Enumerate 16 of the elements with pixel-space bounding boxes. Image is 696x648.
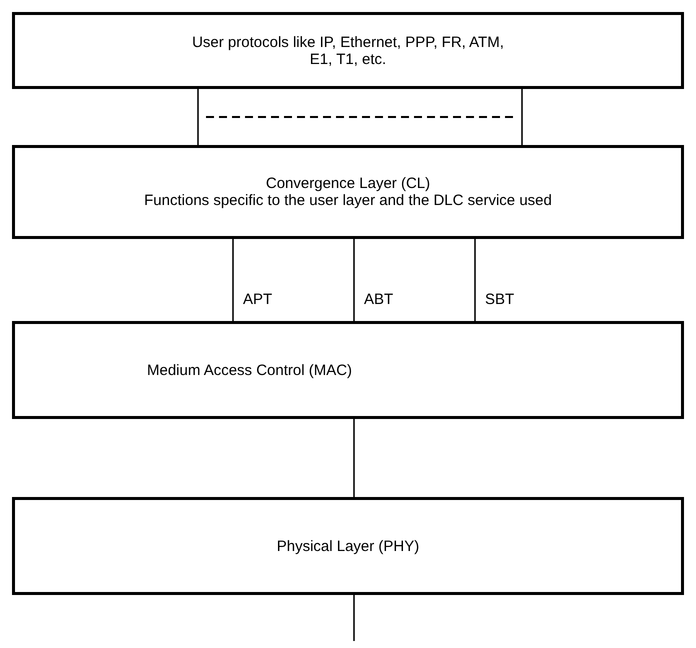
connector-line: [474, 239, 476, 321]
layer-description: Functions specific to the user layer and the DLC service used: [144, 192, 552, 209]
layer-title: Physical Layer (PHY): [276, 538, 420, 554]
connector-line: [197, 89, 199, 145]
connector-line: [353, 239, 355, 321]
layer-box: [12, 497, 684, 595]
layer-title: Medium Access Control (MAC): [147, 362, 352, 378]
layer-box: [12, 145, 684, 239]
connector-line: [353, 419, 355, 497]
connector-line: [353, 595, 355, 641]
layer-box: [12, 12, 684, 89]
layer-box: [12, 321, 684, 419]
connector-line: [521, 89, 523, 145]
layer-title: Convergence Layer (CL): [266, 175, 430, 192]
layer-title: User protocols like IP, Ethernet, PPP, FR, ATM, E1, T1, etc.: [191, 34, 505, 68]
connector-line: [232, 239, 234, 321]
